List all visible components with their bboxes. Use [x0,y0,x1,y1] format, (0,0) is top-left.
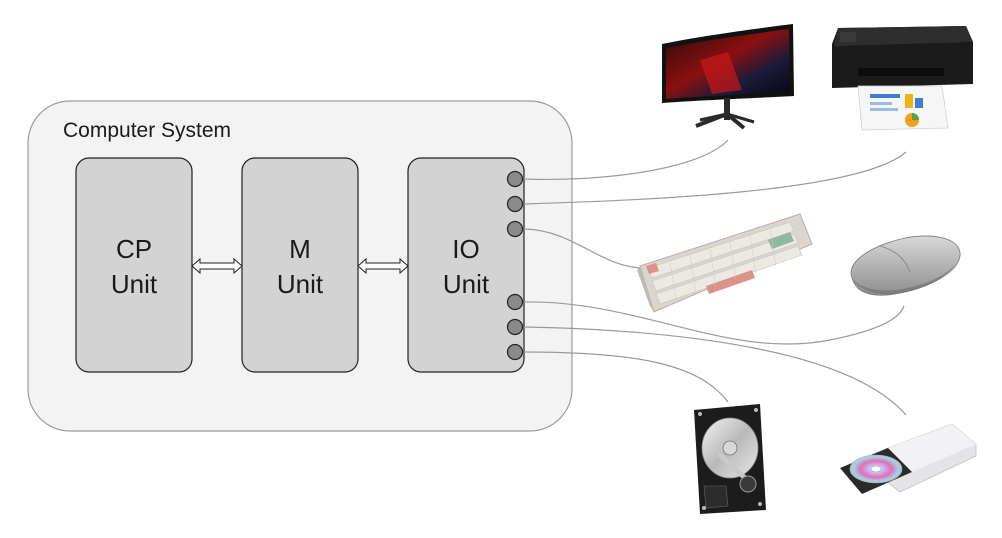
io-unit: IO Unit [407,157,525,373]
mouse-icon [850,235,961,296]
cables [523,139,907,416]
m-unit-line1: M [289,234,311,264]
io-port-4 [506,293,524,311]
cable-hard-drive [523,351,729,403]
hard-drive-icon [694,404,766,514]
cable-mouse [523,301,905,345]
io-port-2 [506,195,524,213]
io-port-3 [506,220,524,238]
cable-monitor [523,139,729,180]
io-unit-line1: IO [452,234,479,264]
printer-icon [832,26,973,131]
io-ports [506,170,524,361]
optical-drive-icon [840,423,977,494]
m-unit: M Unit [241,157,359,373]
cp-unit-line1: CP [116,234,152,264]
io-port-6 [506,343,524,361]
monitor-icon [662,24,794,130]
cp-m-bus-arrow [191,257,243,275]
m-unit-line2: Unit [277,269,324,299]
m-io-bus-arrow [357,257,409,275]
cp-unit-line2: Unit [111,269,158,299]
io-port-1 [506,170,524,188]
cable-optical-drive [523,326,907,416]
cp-unit: CP Unit [75,157,193,373]
cable-keyboard [523,228,646,269]
io-unit-line2: Unit [443,269,490,299]
io-port-5 [506,318,524,336]
cable-printer [523,151,907,205]
computer-system-title: Computer System [63,119,231,142]
keyboard-icon [637,213,813,313]
